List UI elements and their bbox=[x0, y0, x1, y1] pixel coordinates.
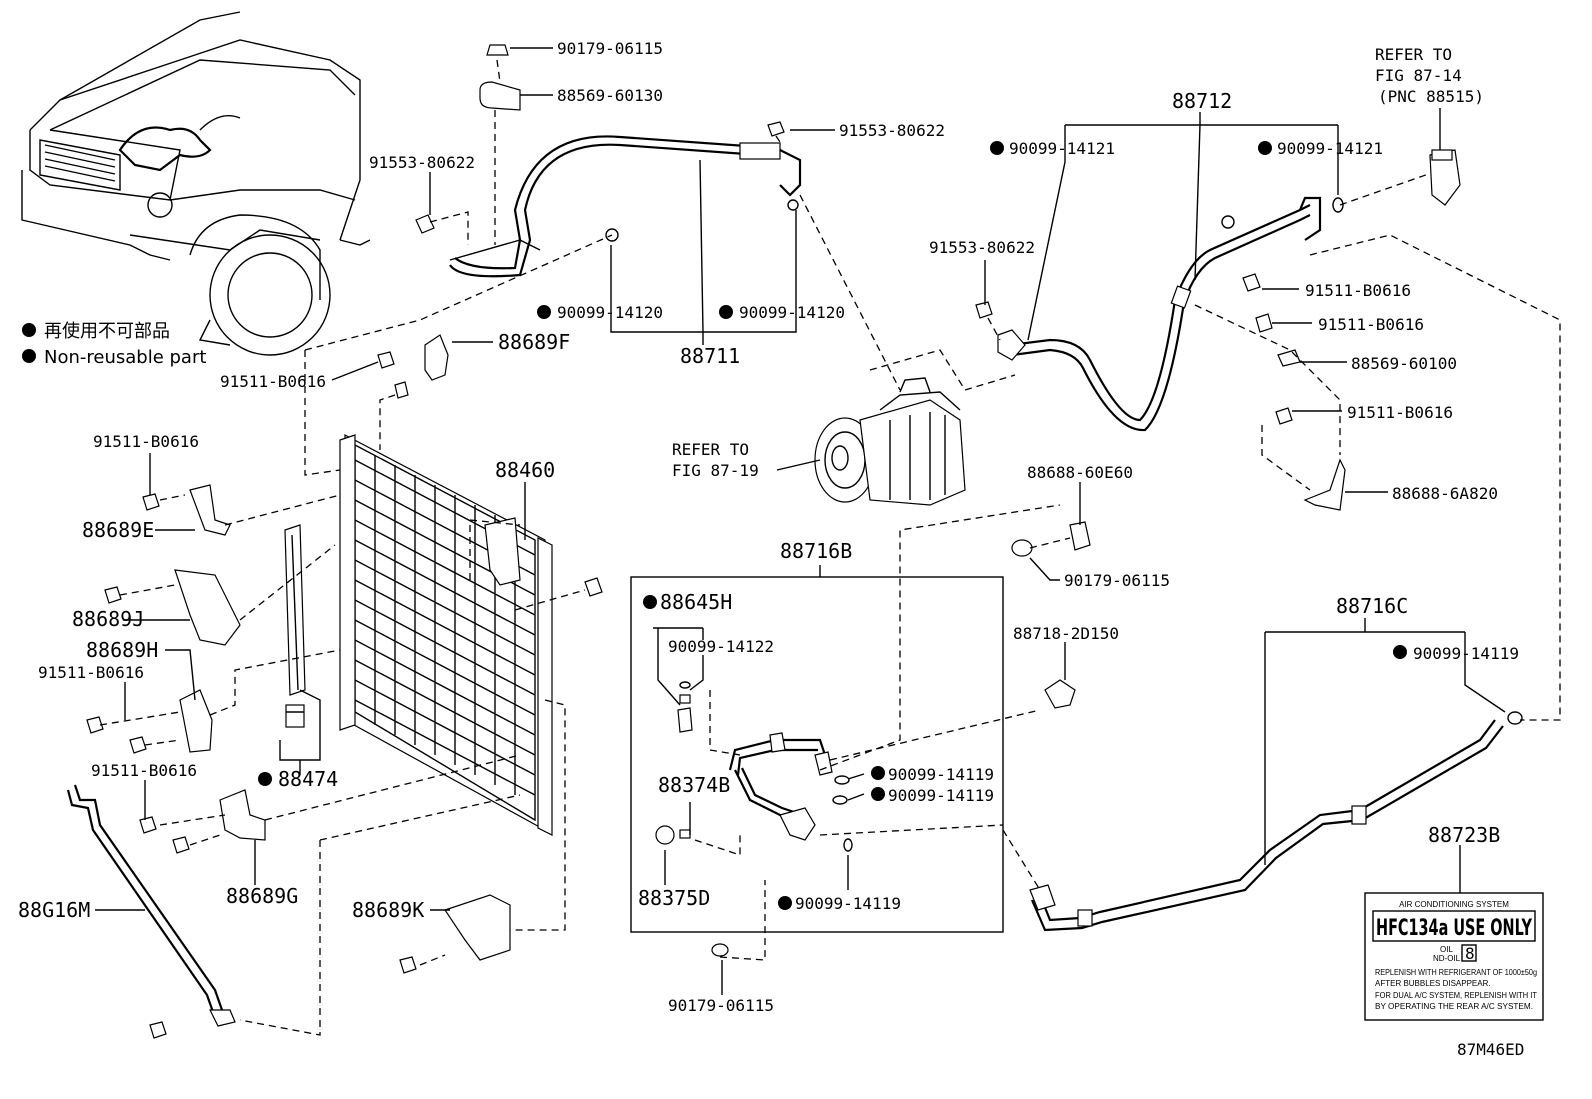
suction-hose-88712[interactable] bbox=[975, 196, 1344, 432]
part-label: 91511-B0616 bbox=[1347, 403, 1453, 422]
part-label: 88375D bbox=[638, 886, 710, 910]
reference-fig-87-14[interactable]: REFER TO FIG 87-14 (PNC 88515) bbox=[1375, 45, 1484, 106]
right-hardware[interactable] bbox=[1194, 149, 1461, 511]
vehicle-illustration bbox=[21, 11, 371, 356]
part-label: 91553-80622 bbox=[369, 153, 475, 172]
part-label: 90099-14121 bbox=[1009, 139, 1115, 158]
condenser-88460[interactable] bbox=[339, 434, 553, 836]
plate-main: HFC134a USE ONLY bbox=[1376, 916, 1533, 941]
part-label: 88460 bbox=[495, 458, 555, 482]
non-reusable-bullet-icon bbox=[22, 323, 36, 337]
part-label: 91511-B0616 bbox=[91, 761, 197, 780]
part-label: 91511-B0616 bbox=[1318, 315, 1424, 334]
plate-header: AIR CONDITIONING SYSTEM bbox=[1399, 900, 1509, 909]
compressor[interactable] bbox=[814, 377, 966, 506]
plate-oil-label: OIL bbox=[1440, 945, 1453, 954]
plate-oil-sub: ND-OIL bbox=[1433, 954, 1461, 963]
ref-line[interactable]: FIG 87-19 bbox=[672, 461, 759, 480]
part-label: 88689F bbox=[498, 330, 570, 354]
part-label: 88716B bbox=[780, 539, 852, 563]
non-reusable-bullet-icon bbox=[1258, 141, 1272, 155]
non-reusable-bullet-icon bbox=[719, 305, 733, 319]
part-label: 91553-80622 bbox=[839, 121, 945, 140]
part-label: 90179-06115 bbox=[668, 996, 774, 1015]
ref-line[interactable]: REFER TO bbox=[1375, 45, 1452, 64]
part-label: 88688-60E60 bbox=[1027, 463, 1133, 482]
non-reusable-bullet-icon bbox=[258, 772, 272, 786]
ref-line[interactable]: REFER TO bbox=[672, 440, 749, 459]
bottom-cap[interactable] bbox=[711, 880, 766, 961]
non-reusable-bullet-icon bbox=[643, 595, 657, 609]
part-label: 90099-14119 bbox=[888, 786, 994, 805]
refrigerant-label-plate: AIR CONDITIONING SYSTEM HFC134a USE ONLY… bbox=[1364, 892, 1544, 1021]
non-reusable-bullet-icon bbox=[871, 766, 885, 780]
part-label: 88689H bbox=[86, 638, 158, 662]
compressor-link-line bbox=[869, 349, 1016, 391]
ref-line[interactable]: (PNC 88515) bbox=[1378, 87, 1484, 106]
non-reusable-bullet-icon bbox=[537, 305, 551, 319]
plate-oil-num: 8 bbox=[1465, 944, 1475, 963]
legend-jp: 再使用不可部品 bbox=[44, 321, 170, 342]
part-labels: 90179-06115 88569-60130 91553-80622 9155… bbox=[18, 39, 1519, 1015]
plate-line3: FOR DUAL A/C SYSTEM, REPLENISH WITH IT bbox=[1375, 991, 1537, 1000]
right-connector-line bbox=[1309, 234, 1561, 721]
diagram-id: 87M46ED bbox=[1457, 1040, 1524, 1059]
part-label: 90099-14119 bbox=[1413, 644, 1519, 663]
plate-line1: REPLENISH WITH REFRIGERANT OF 1000±50g bbox=[1375, 968, 1537, 977]
legend-en: Non-reusable part bbox=[44, 347, 206, 368]
non-reusable-bullet-icon bbox=[1393, 645, 1407, 659]
part-label: 88689K bbox=[352, 898, 424, 922]
part-label: 88645H bbox=[660, 590, 732, 614]
non-reusable-bullet-icon bbox=[778, 896, 792, 910]
part-label: 88569-60130 bbox=[557, 86, 663, 105]
leader-lines bbox=[95, 47, 1506, 995]
part-label: 88723B bbox=[1428, 823, 1500, 847]
top-bracket-hardware[interactable] bbox=[415, 44, 785, 245]
legend: 再使用不可部品 Non-reusable part bbox=[22, 321, 206, 368]
part-label: 90179-06115 bbox=[1064, 571, 1170, 590]
part-label: 90099-14120 bbox=[557, 303, 663, 322]
part-label: 88569-60100 bbox=[1351, 354, 1457, 373]
receiver-dryer-88474[interactable] bbox=[284, 524, 306, 728]
part-label: 90099-14119 bbox=[795, 894, 901, 913]
part-label: 90179-06115 bbox=[557, 39, 663, 58]
part-label: 91511-B0616 bbox=[220, 372, 326, 391]
part-label: 91511-B0616 bbox=[1305, 281, 1411, 300]
part-label: 88689E bbox=[82, 518, 154, 542]
non-reusable-bullet-icon bbox=[990, 141, 1004, 155]
part-label: 88689G bbox=[226, 884, 298, 908]
part-label: 88G16M bbox=[18, 898, 90, 922]
part-label: 90099-14119 bbox=[888, 765, 994, 784]
part-label: 90099-14120 bbox=[739, 303, 845, 322]
liquid-tube-88716b-box[interactable] bbox=[630, 504, 1061, 933]
part-label: 90099-14122 bbox=[668, 637, 774, 656]
reference-fig-87-19[interactable]: REFER TO FIG 87-19 bbox=[672, 440, 759, 480]
ref-line[interactable]: FIG 87-14 bbox=[1375, 66, 1462, 85]
part-label: 91511-B0616 bbox=[38, 663, 144, 682]
plate-line4: BY OPERATING THE REAR A/C SYSTEM. bbox=[1375, 1002, 1533, 1011]
part-label: 88474 bbox=[278, 767, 338, 791]
part-label: 88712 bbox=[1172, 89, 1232, 113]
liquid-tube-88716c[interactable] bbox=[1029, 711, 1523, 932]
part-label: 88689J bbox=[72, 607, 144, 631]
non-reusable-markers bbox=[258, 141, 1407, 910]
non-reusable-bullet-icon bbox=[871, 787, 885, 801]
part-label: 88688-6A820 bbox=[1392, 484, 1498, 503]
part-label: 91511-B0616 bbox=[93, 432, 199, 451]
left-connector-lines bbox=[99, 234, 613, 1036]
liquid-line-88g16m[interactable] bbox=[66, 784, 236, 1039]
part-label: 88718-2D150 bbox=[1013, 624, 1119, 643]
left-brackets[interactable] bbox=[86, 334, 603, 974]
part-label: 91553-80622 bbox=[929, 238, 1035, 257]
plate-line2: AFTER BUBBLES DISAPPEAR. bbox=[1375, 979, 1491, 988]
compressor-link-line bbox=[799, 194, 901, 391]
part-label: 90099-14121 bbox=[1277, 139, 1383, 158]
part-label: 88374B bbox=[658, 773, 730, 797]
part-label: 88711 bbox=[680, 344, 740, 368]
part-label: 88716C bbox=[1336, 594, 1408, 618]
non-reusable-bullet-icon bbox=[22, 349, 36, 363]
discharge-hose-88711[interactable] bbox=[449, 135, 802, 278]
